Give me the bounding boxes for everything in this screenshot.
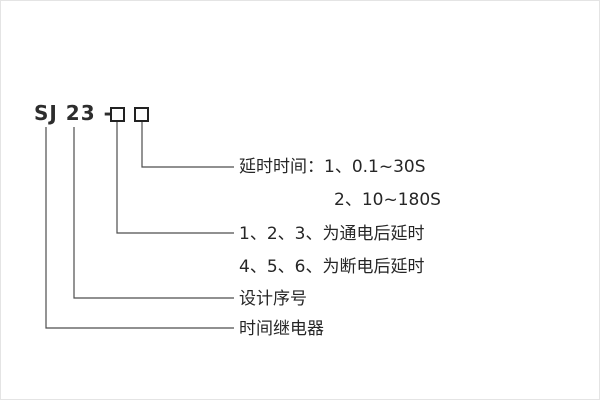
model-prefix-label: SJ 23 - [34, 101, 113, 125]
design-serial-label: 设计序号 [239, 289, 307, 309]
connector-contact-delay [116, 122, 234, 234]
model-box-1 [110, 107, 125, 122]
delay-time-label-line1: 延时时间：1、0.1~30S [239, 157, 426, 177]
connector-design-serial [73, 127, 234, 299]
model-box-2 [134, 107, 149, 122]
power-on-delay-label: 1、2、3、为通电后延时 [239, 224, 425, 244]
model-placeholder-boxes [110, 107, 149, 122]
connector-delay-time [141, 122, 234, 168]
delay-time-label-line2: 2、10~180S [334, 190, 441, 210]
relay-name-label: 时间继电器 [239, 319, 324, 339]
connector-relay-name [45, 127, 234, 329]
power-off-delay-label: 4、5、6、为断电后延时 [239, 257, 425, 277]
